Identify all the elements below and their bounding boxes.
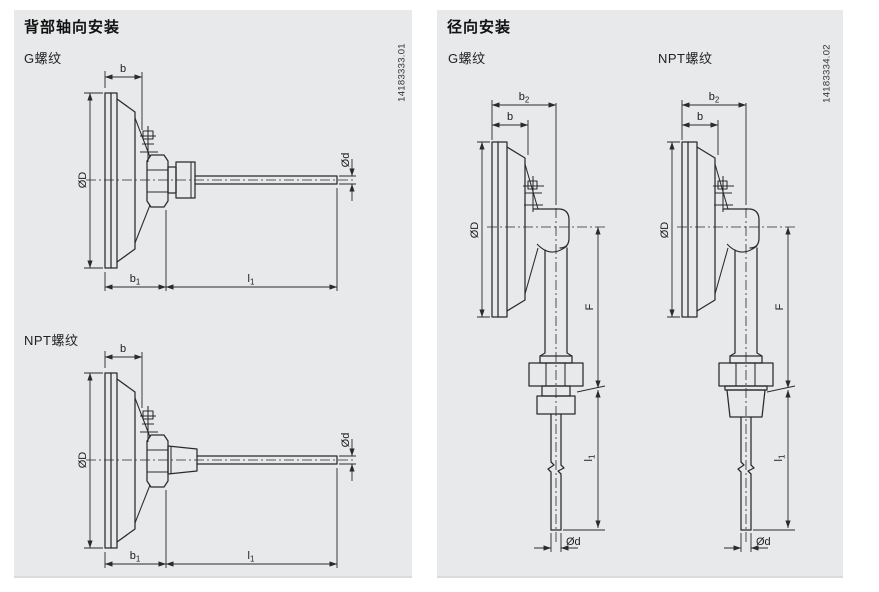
dim-label-dia-d: Ød [340,433,352,448]
dim-label-dia-d: Ød [756,536,771,548]
dim-label-b: b [507,111,513,123]
thread-label-g: G螺纹 [448,51,486,66]
radial-npt-drawing: b2 b ØD F l1 [659,91,798,552]
dim-label-l1: l1 [773,454,787,461]
dim-label-l1: l1 [583,454,597,461]
dim-label-b1: b1 [130,550,141,564]
dim-label-F: F [774,303,786,310]
dim-label-dia-d: Ød [340,153,352,168]
dim-label-l1: l1 [248,550,255,564]
dim-label-dia-D: ØD [77,172,89,189]
thread-label-npt: NPT螺纹 [24,333,79,348]
thread-label-npt: NPT螺纹 [658,51,713,66]
dim-label-dia-D: ØD [659,222,671,239]
dim-label-F: F [584,303,596,310]
adjust-screw-detail [523,176,544,212]
dim-label-dia-d: Ød [566,536,581,548]
panel-radial-mounting: b2 b ØD F l1 [437,10,843,578]
dim-label-b1: b1 [130,273,141,287]
dim-label-b2: b2 [709,91,720,105]
drawing-number: 14183333.01 [396,43,408,102]
drawing-number: 14183334.02 [821,44,833,103]
adjust-screw-detail [140,406,158,442]
axial-npt-drawing: ØD b Ød b1 l1 [77,343,356,568]
dim-label-l1: l1 [248,273,255,287]
section-title-axial: 背部轴向安装 [24,19,121,36]
dim-label-b: b [120,63,126,75]
axial-drawings: ØD b Ød b1 l1 [77,63,356,568]
adjust-screw-detail [713,176,734,212]
dim-label-dia-D: ØD [469,222,481,239]
axial-g-drawing: ØD b Ød b1 l1 [77,63,356,291]
dim-label-b: b [697,111,703,123]
radial-drawings: b2 b ØD F l1 [469,91,798,552]
dim-label-b2: b2 [519,91,530,105]
dim-label-dia-D: ØD [77,452,89,469]
radial-g-drawing: b2 b ØD F l1 [469,91,608,552]
dim-label-b: b [120,343,126,355]
panel-axial-mounting: ØD b Ød b1 l1 [14,10,412,578]
adjust-screw-detail [140,126,158,162]
section-title-radial: 径向安装 [447,19,512,36]
thread-label-g: G螺纹 [24,51,62,66]
